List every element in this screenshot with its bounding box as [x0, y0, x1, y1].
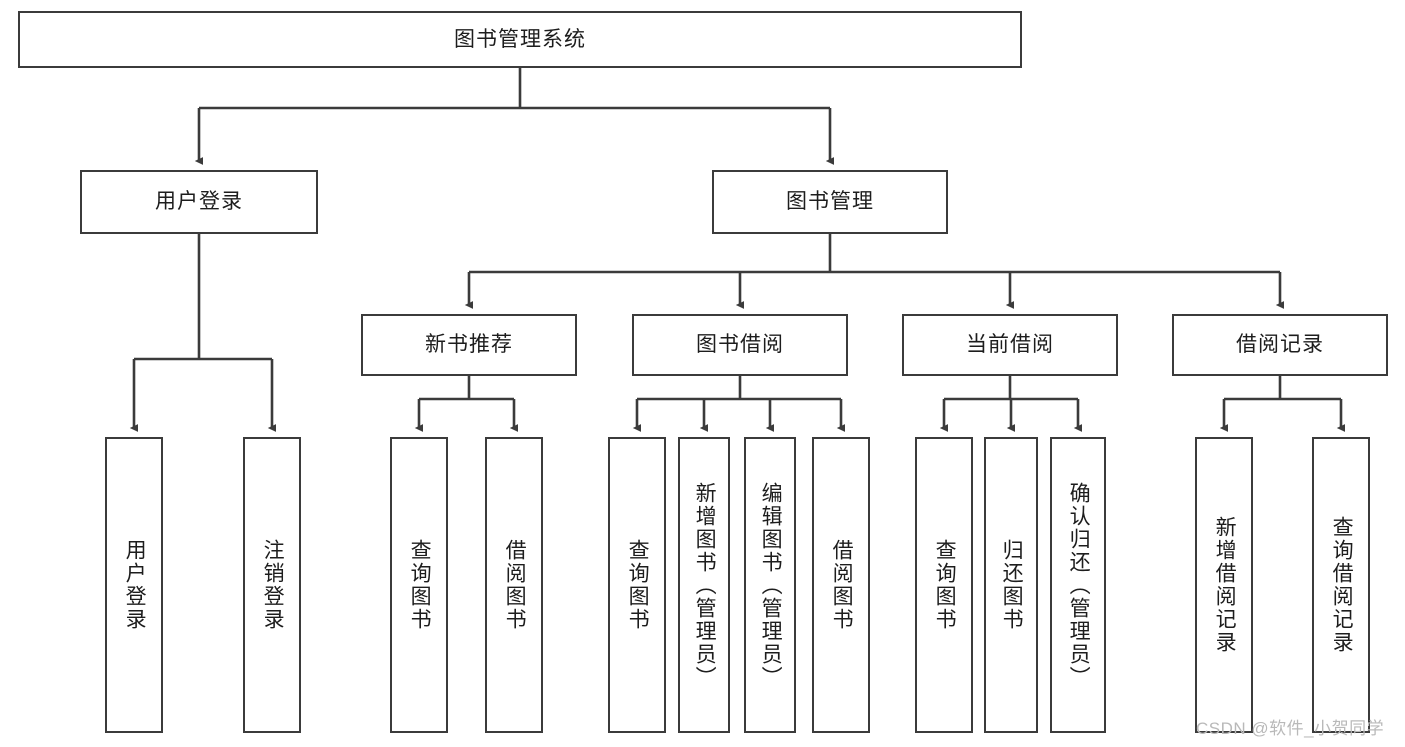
csdn-watermark: CSDN @软件_小贺同学	[1196, 719, 1385, 738]
node-root[interactable]: 图书管理系统	[18, 11, 1022, 68]
node-label-leaf-borrow-3: 编辑图书（管理员）	[759, 481, 783, 689]
node-leaf-login-1[interactable]: 用户登录	[105, 437, 163, 733]
node-bookmgmt[interactable]: 图书管理	[712, 170, 948, 234]
node-newbooks[interactable]: 新书推荐	[361, 314, 577, 376]
node-label-leaf-borrow-2: 新增图书（管理员）	[693, 481, 717, 689]
node-leaf-cur-3[interactable]: 确认归还（管理员）	[1050, 437, 1106, 733]
node-label-leaf-rec-2: 查询借阅记录	[1330, 516, 1354, 654]
node-leaf-borrow-1[interactable]: 查询图书	[608, 437, 666, 733]
node-leaf-login-2[interactable]: 注销登录	[243, 437, 301, 733]
node-label-current: 当前借阅	[966, 333, 1054, 357]
node-label-leaf-cur-1: 查询图书	[933, 539, 957, 631]
node-label-leaf-login-2: 注销登录	[261, 539, 285, 631]
node-leaf-borrow-3[interactable]: 编辑图书（管理员）	[744, 437, 796, 733]
node-borrow[interactable]: 图书借阅	[632, 314, 848, 376]
node-label-records: 借阅记录	[1236, 333, 1324, 357]
node-leaf-rec-2[interactable]: 查询借阅记录	[1312, 437, 1370, 733]
node-label-leaf-new-1: 查询图书	[408, 539, 432, 631]
node-label-newbooks: 新书推荐	[425, 333, 513, 357]
node-leaf-new-1[interactable]: 查询图书	[390, 437, 448, 733]
node-label-leaf-borrow-4: 借阅图书	[830, 539, 854, 631]
node-label-leaf-cur-2: 归还图书	[1000, 539, 1024, 631]
node-leaf-borrow-4[interactable]: 借阅图书	[812, 437, 870, 733]
node-leaf-new-2[interactable]: 借阅图书	[485, 437, 543, 733]
node-label-root: 图书管理系统	[454, 27, 586, 51]
node-login[interactable]: 用户登录	[80, 170, 318, 234]
node-current[interactable]: 当前借阅	[902, 314, 1118, 376]
node-leaf-rec-1[interactable]: 新增借阅记录	[1195, 437, 1253, 733]
node-label-borrow: 图书借阅	[696, 333, 784, 357]
node-leaf-cur-2[interactable]: 归还图书	[984, 437, 1038, 733]
node-leaf-borrow-2[interactable]: 新增图书（管理员）	[678, 437, 730, 733]
node-label-leaf-rec-1: 新增借阅记录	[1213, 516, 1237, 654]
node-records[interactable]: 借阅记录	[1172, 314, 1388, 376]
node-label-leaf-cur-3: 确认归还（管理员）	[1067, 481, 1091, 689]
node-label-bookmgmt: 图书管理	[786, 190, 874, 214]
node-label-login: 用户登录	[155, 190, 243, 214]
node-label-leaf-borrow-1: 查询图书	[626, 539, 650, 631]
node-label-leaf-new-2: 借阅图书	[503, 539, 527, 631]
node-label-leaf-login-1: 用户登录	[123, 539, 147, 631]
node-leaf-cur-1[interactable]: 查询图书	[915, 437, 973, 733]
